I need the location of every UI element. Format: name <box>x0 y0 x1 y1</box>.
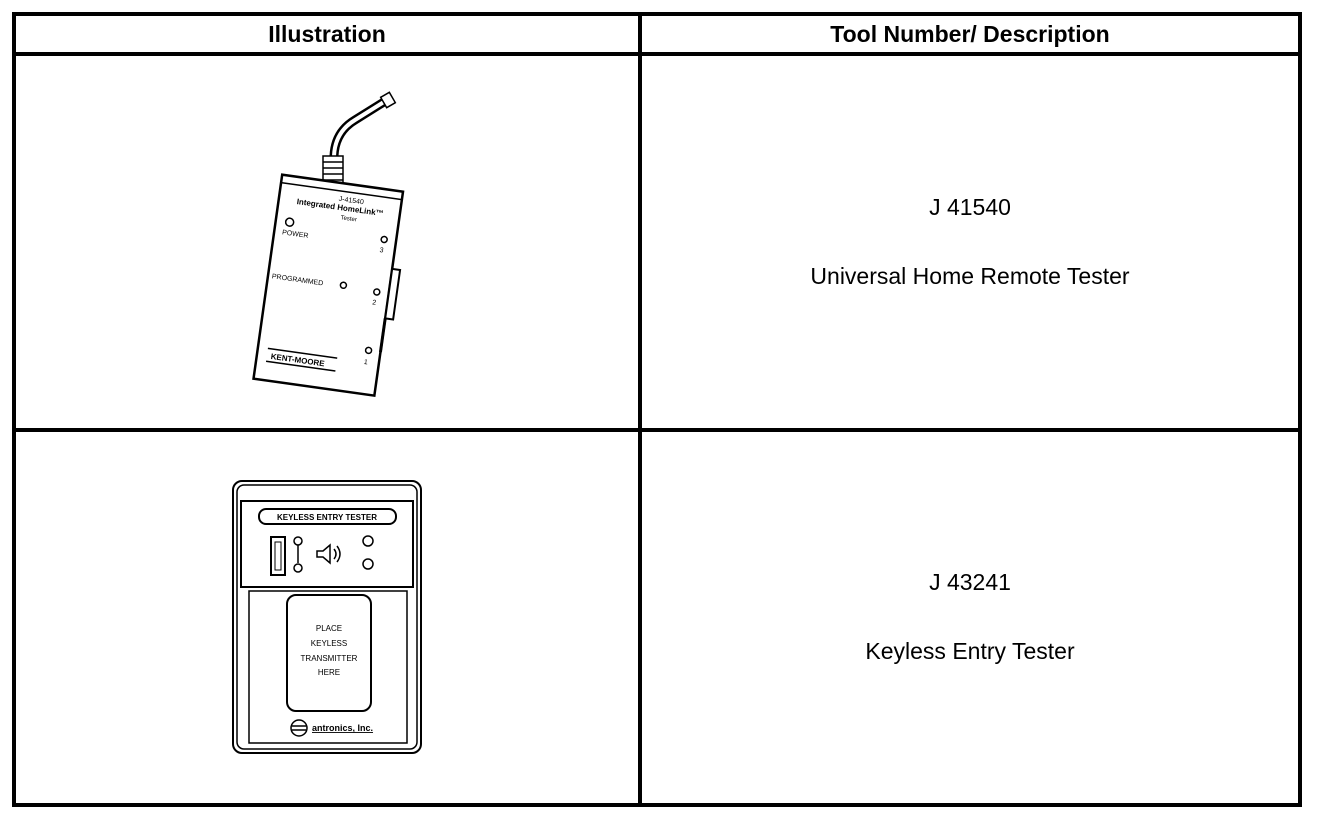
speaker-icon <box>316 543 341 565</box>
button-1-label: 1 <box>363 359 368 366</box>
illustration-cell: KEYLESS ENTRY TESTER <box>12 427 642 807</box>
button-2-label: 2 <box>372 299 377 306</box>
table-row: KEYLESS ENTRY TESTER <box>12 427 1302 807</box>
tool-description: Keyless Entry Tester <box>865 638 1075 665</box>
tool-description-cell: J 43241 Keyless Entry Tester <box>638 427 1302 807</box>
transmitter-pad <box>286 594 372 713</box>
antronics-logo: antronics, Inc. <box>312 723 373 733</box>
keyless-banner <box>258 508 397 526</box>
place-label-line3: TRANSMITTER <box>301 654 358 663</box>
antronics-logo-icon <box>290 719 308 737</box>
button-2-icon <box>373 287 381 296</box>
place-label-line2: KEYLESS <box>311 639 347 648</box>
programmed-led-icon <box>339 281 348 289</box>
homelink-model-label: J-41540 <box>338 196 364 206</box>
indicator-icon <box>293 536 303 573</box>
tool-description-cell: J 41540 Universal Home Remote Tester <box>638 52 1302 432</box>
place-label-line4: HERE <box>318 668 340 677</box>
homelink-tester-illustration: J-41540 Integrated HomeLink™ Tester POWE… <box>252 91 405 397</box>
keyless-banner-label: KEYLESS ENTRY TESTER <box>277 513 377 522</box>
tool-number: J 41540 <box>929 193 1011 220</box>
tool-description: Universal Home Remote Tester <box>810 262 1130 289</box>
keyless-tester-illustration: KEYLESS ENTRY TESTER <box>232 480 422 755</box>
tool-header: Tool Number/ Description <box>638 12 1302 56</box>
button-3-icon <box>380 235 388 243</box>
place-label-line1: PLACE <box>316 624 342 633</box>
power-label: POWER <box>282 229 309 240</box>
homelink-subtitle-label: Tester <box>340 215 357 223</box>
table-row: J-41540 Integrated HomeLink™ Tester POWE… <box>12 52 1302 432</box>
illustration-cell: J-41540 Integrated HomeLink™ Tester POWE… <box>12 52 642 432</box>
illustration-header: Illustration <box>12 12 642 56</box>
power-led-icon <box>284 217 295 227</box>
tool-number: J 43241 <box>929 569 1011 596</box>
button-1-icon <box>364 346 373 354</box>
led-bottom-icon <box>362 558 374 570</box>
header-row: Illustration Tool Number/ Description <box>12 12 1302 56</box>
led-top-icon <box>362 535 374 547</box>
tool-table: Illustration Tool Number/ Description <box>12 12 1302 807</box>
button-3-label: 3 <box>379 247 384 254</box>
